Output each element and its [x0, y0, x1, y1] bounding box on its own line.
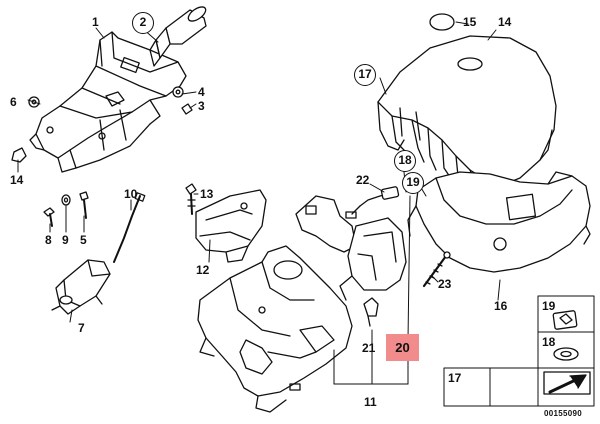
callout-2: 2	[132, 12, 154, 34]
switch-7	[51, 259, 111, 315]
callout-13: 13	[200, 187, 214, 201]
steering-lock-housing	[195, 189, 267, 263]
callout-7: 7	[78, 321, 85, 335]
clip-21	[363, 297, 379, 327]
connector-22	[345, 186, 400, 219]
callout-17: 17	[354, 64, 376, 86]
legend-label-19: 19	[542, 299, 556, 313]
callout-14-left: 14	[10, 173, 24, 187]
washer-9	[61, 194, 71, 206]
callout-21: 21	[362, 341, 376, 355]
cable-10	[113, 192, 146, 263]
callout-14: 14	[498, 15, 512, 29]
screw-3	[181, 103, 193, 115]
callout-1: 1	[92, 15, 99, 29]
legend-grommet-18	[553, 347, 579, 361]
callout-10: 10	[124, 187, 138, 201]
legend-label-18: 18	[542, 335, 556, 349]
steering-shaft-tube	[149, 6, 207, 67]
screw-13	[185, 183, 197, 215]
callout-9: 9	[62, 233, 69, 247]
callout-19: 19	[402, 172, 424, 194]
shroud-bracket	[295, 195, 407, 301]
callout-4: 4	[198, 85, 205, 99]
legend-label-17: 17	[448, 371, 462, 385]
screw-5	[79, 191, 89, 219]
callout-18: 18	[394, 150, 416, 172]
callout-8: 8	[45, 233, 52, 247]
plug-15	[429, 13, 455, 31]
lower-steering-column-shroud	[407, 171, 591, 273]
column-support-casting	[197, 245, 353, 413]
callout-12: 12	[196, 263, 210, 277]
callout-22: 22	[356, 173, 370, 187]
upper-steering-column-shroud	[377, 35, 557, 187]
callout-16: 16	[494, 299, 508, 313]
callout-20-highlighted: 20	[386, 334, 419, 361]
clip-14-left	[11, 147, 27, 163]
diagram-reference-number: 00155090	[544, 409, 582, 418]
screw-23	[422, 251, 451, 288]
callout-23: 23	[438, 277, 452, 291]
callout-6: 6	[10, 95, 17, 109]
callout-15: 15	[463, 15, 477, 29]
nut-4	[172, 86, 184, 98]
callout-11: 11	[364, 395, 377, 409]
callout-5: 5	[80, 233, 87, 247]
callout-3: 3	[198, 99, 205, 113]
legend-clip-19	[552, 310, 578, 330]
screw-8	[43, 207, 55, 227]
legend-arrow-symbol	[543, 371, 591, 395]
